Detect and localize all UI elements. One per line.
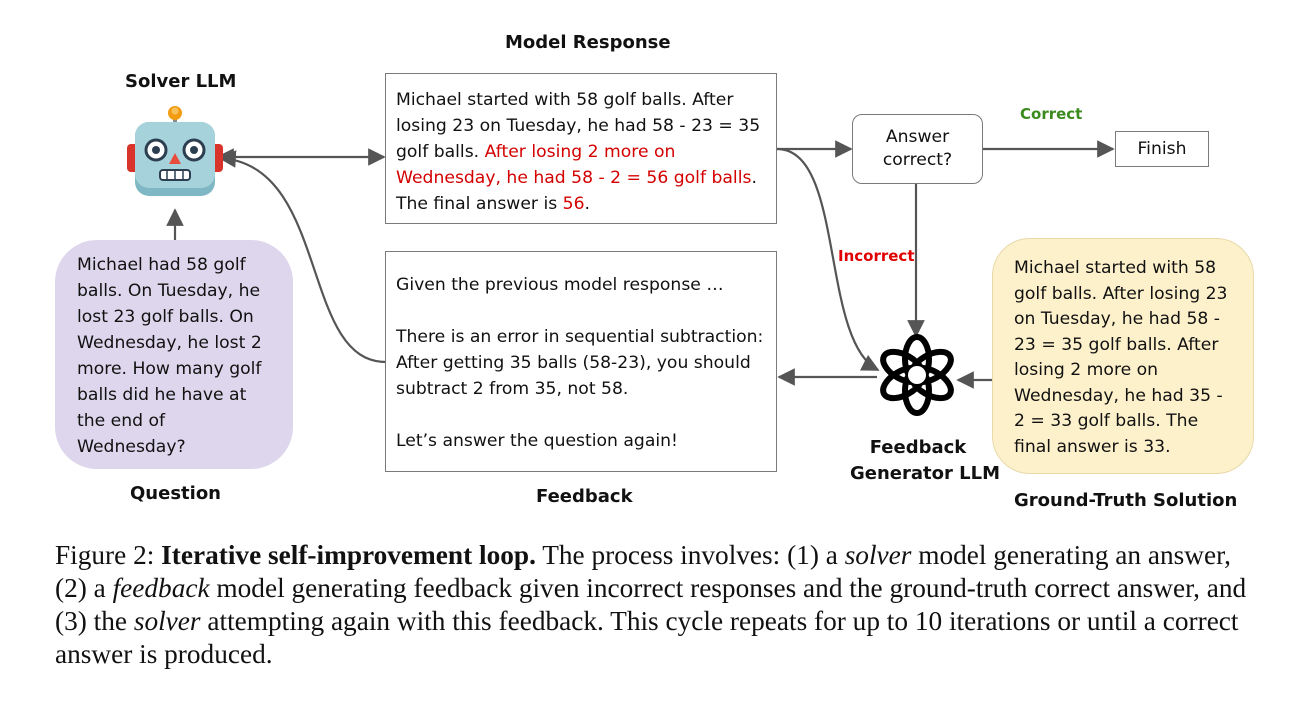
ground-truth-text: Michael started with 58 golf balls. Afte… — [1014, 258, 1228, 457]
question-text: Michael had 58 golf balls. On Tuesday, h… — [77, 255, 262, 457]
answer-check-line1: Answer — [885, 127, 950, 147]
correct-label: Correct — [1020, 105, 1083, 123]
ground-truth-label: Ground-Truth Solution — [1014, 490, 1238, 511]
caption-solver-2: solver — [133, 606, 201, 636]
answer-check-node: Answer correct? — [852, 114, 983, 184]
response-error-part: After losing 2 more on Wednesday, he had… — [396, 142, 752, 188]
feedback-paragraph-1: Given the previous model response … — [396, 275, 724, 295]
caption-solver-1: solver — [844, 540, 912, 570]
response-period: . — [584, 194, 590, 214]
response-final-answer: 56 — [562, 194, 585, 214]
feedback-generator-label-line2: Generator LLM — [850, 463, 1000, 484]
feedback-paragraph-3: Let’s answer the question again! — [396, 431, 678, 451]
caption-text-2: model generating an answer, (2) a — [55, 540, 1231, 603]
caption-text-4: attempting again with this feedback. Thi… — [55, 606, 1239, 669]
caption-text-3: model generating feedback given incorrec… — [55, 573, 1247, 636]
question-label: Question — [130, 483, 221, 504]
ground-truth-bubble: Michael started with 58 golf balls. Afte… — [992, 238, 1254, 474]
feedback-label: Feedback — [536, 486, 633, 507]
model-response-box: Michael started with 58 golf balls. Afte… — [385, 73, 777, 224]
arrow-feedback-to-solver — [218, 150, 387, 364]
feedback-box: Given the previous model response … Ther… — [385, 251, 777, 472]
arrow-response-to-generator — [776, 147, 880, 371]
model-response-label: Model Response — [505, 32, 671, 53]
caption-prefix: Figure 2: — [55, 540, 162, 570]
caption-text-1: The process involves: (1) a — [535, 540, 845, 570]
caption-title: Iterative self-improvement loop. — [161, 540, 536, 570]
incorrect-label: Incorrect — [838, 247, 915, 265]
finish-node: Finish — [1115, 131, 1209, 167]
finish-label: Finish — [1137, 139, 1187, 159]
feedback-paragraph-2: There is an error in sequential subtract… — [396, 327, 764, 399]
answer-check-line2: correct? — [882, 150, 953, 170]
response-final-label: . The final answer is — [396, 168, 757, 214]
solver-label: Solver LLM — [125, 71, 237, 92]
response-correct-part: Michael started with 58 golf balls. Afte… — [396, 90, 761, 162]
feedback-generator-label: Feedback Generator LLM — [850, 435, 1000, 487]
feedback-generator-label-line1: Feedback — [869, 437, 967, 458]
figure-caption: Figure 2: Iterative self-improvement loo… — [55, 539, 1247, 671]
openai-logo-icon — [880, 334, 954, 416]
robot-icon — [127, 106, 223, 196]
caption-feedback: feedback — [112, 573, 210, 603]
question-bubble: Michael had 58 golf balls. On Tuesday, h… — [55, 240, 293, 469]
